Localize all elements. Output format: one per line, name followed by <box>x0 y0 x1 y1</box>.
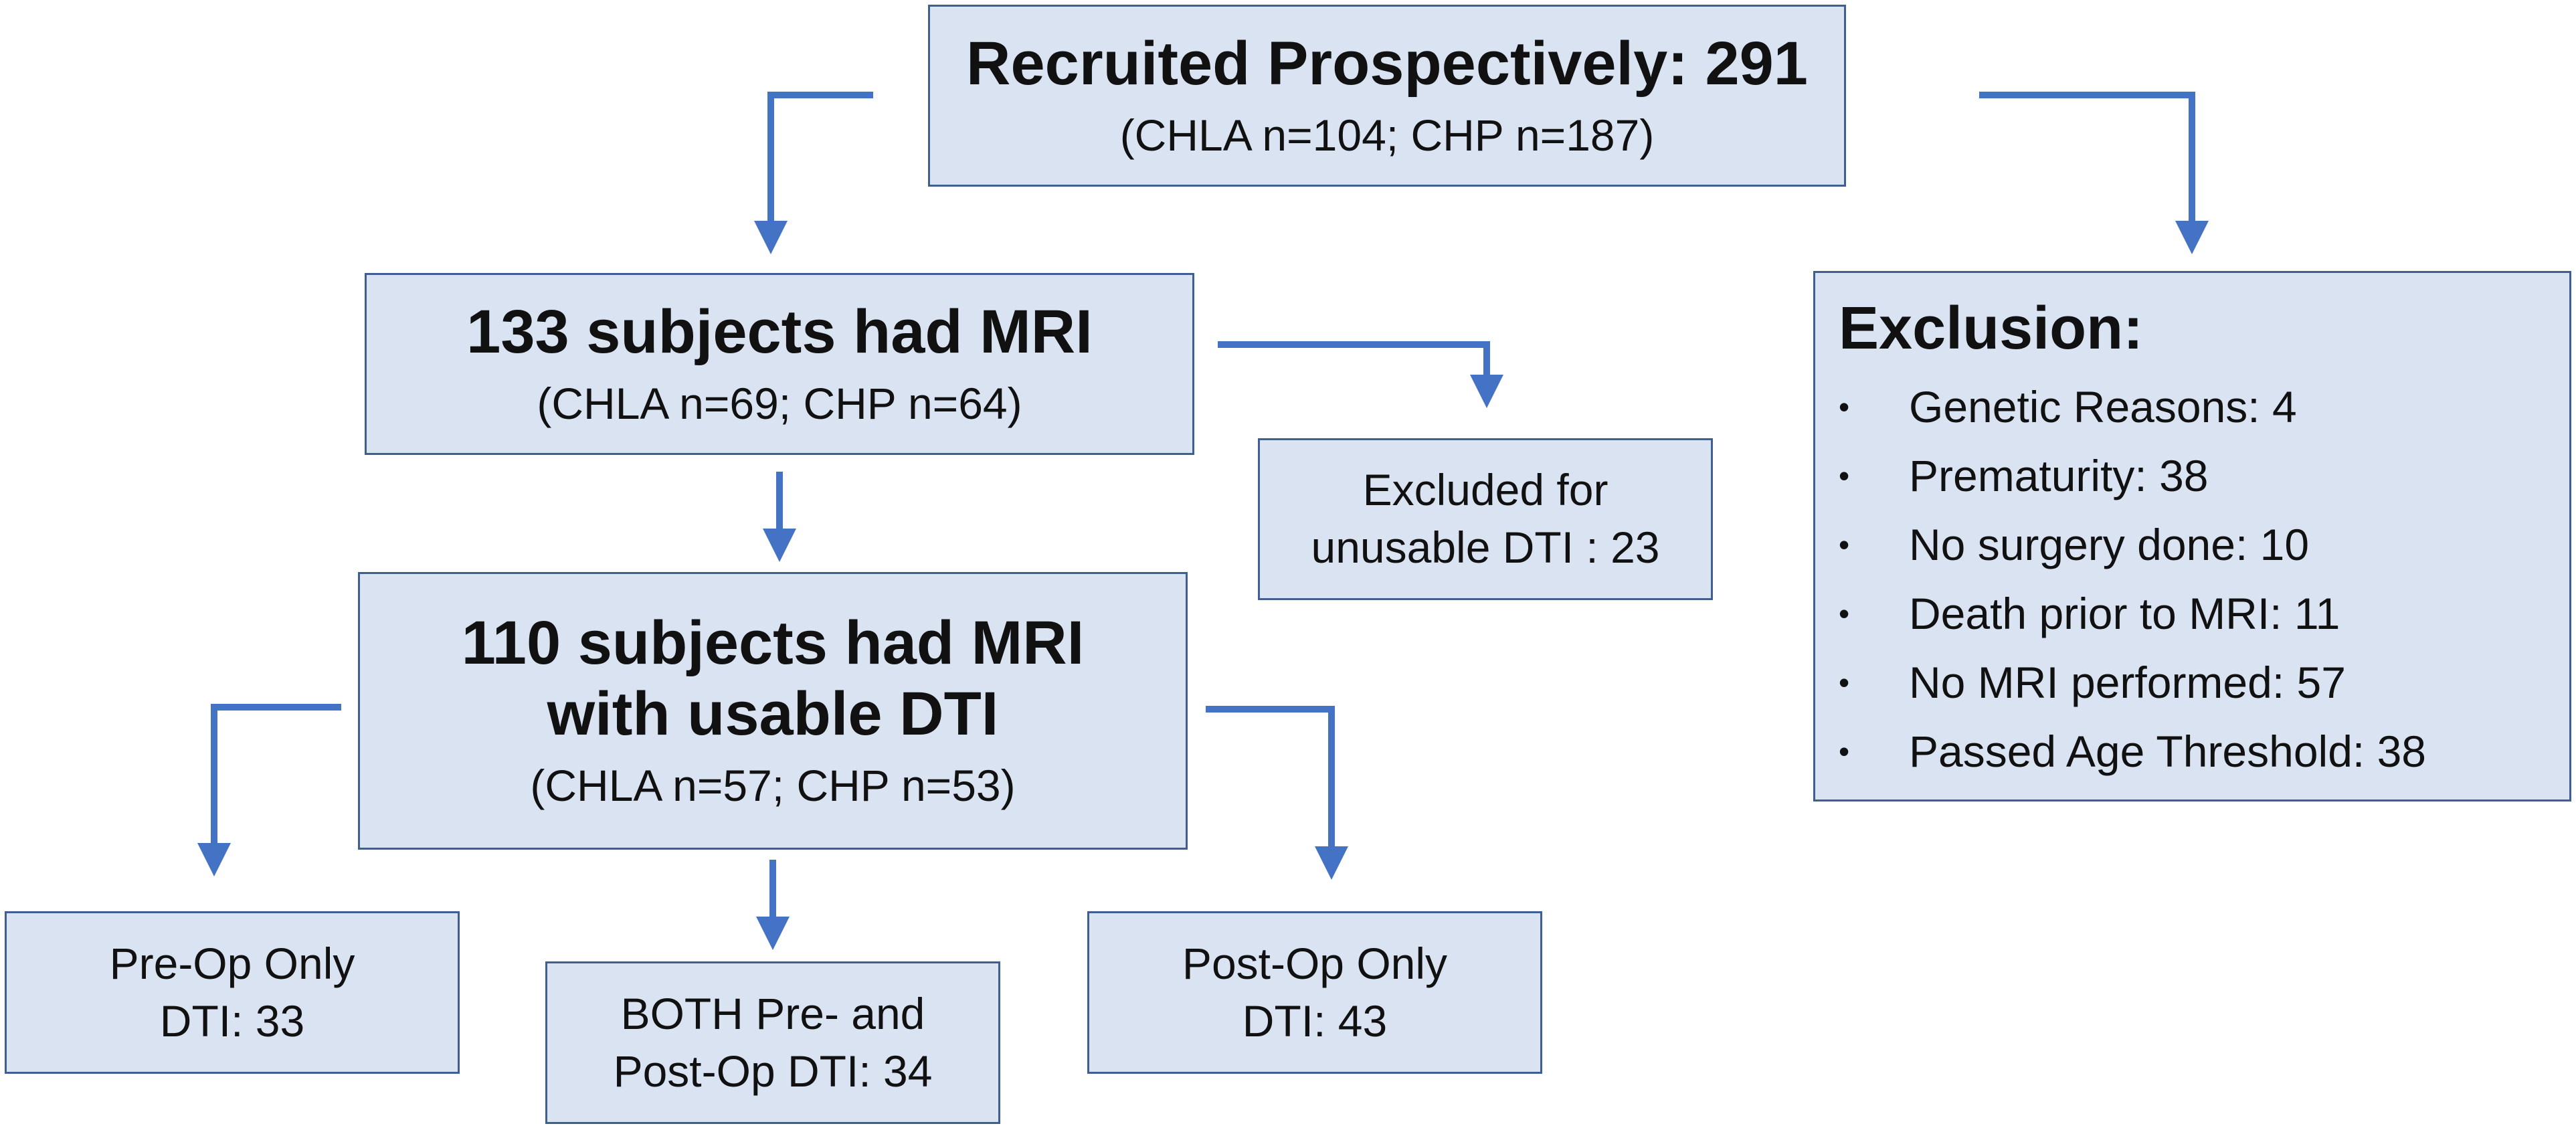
exclusion-item-label: Prematurity: 38 <box>1909 451 2209 500</box>
arrow-recruited-to-exclusion <box>1979 92 2209 254</box>
both-line2: Post-Op DTI: 34 <box>613 1046 933 1096</box>
usable-dti-counts: (CHLA n=57; CHP n=53) <box>530 761 1016 811</box>
excluded-dti-line2: unusable DTI : 23 <box>1311 523 1660 572</box>
bullet-icon: • <box>1839 665 1850 700</box>
exclusion-box: Exclusion: • Genetic Reasons: 4 • Prematur… <box>1813 271 2571 802</box>
exclusion-item-label: No MRI performed: 57 <box>1909 658 2346 707</box>
bullet-icon: • <box>1839 458 1850 493</box>
had-mri-box: 133 subjects had MRI (CHLA n=69; CHP n=6… <box>365 273 1194 455</box>
had-mri-title: 133 subjects had MRI <box>466 297 1093 366</box>
arrow-usable-to-pre-op <box>197 704 341 876</box>
exclusion-item: • Passed Age Threshold: 38 <box>1839 717 2426 786</box>
exclusion-title: Exclusion: <box>1839 295 2144 362</box>
exclusion-item: • No surgery done: 10 <box>1839 510 2426 579</box>
arrow-mri-to-excluded-dti <box>1218 341 1503 408</box>
pre-op-box: Pre-Op Only DTI: 33 <box>5 911 460 1074</box>
both-box: BOTH Pre- and Post-Op DTI: 34 <box>545 961 1000 1124</box>
exclusion-item: • No MRI performed: 57 <box>1839 648 2426 717</box>
usable-dti-box: 110 subjects had MRI with usable DTI (CH… <box>358 572 1188 850</box>
usable-dti-title-line2: with usable DTI <box>547 680 999 749</box>
exclusion-item-label: Passed Age Threshold: 38 <box>1909 727 2426 776</box>
exclusion-item: • Genetic Reasons: 4 <box>1839 373 2426 442</box>
had-mri-counts: (CHLA n=69; CHP n=64) <box>537 378 1022 428</box>
exclusion-item-label: Death prior to MRI: 11 <box>1909 589 2340 638</box>
pre-op-line2: DTI: 33 <box>159 996 305 1046</box>
recruited-counts: (CHLA n=104; CHP n=187) <box>1119 110 1655 160</box>
post-op-line1: Post-Op Only <box>1182 938 1448 988</box>
usable-dti-title-line1: 110 subjects had MRI <box>461 609 1085 678</box>
excluded-dti-box: Excluded for unusable DTI : 23 <box>1258 438 1713 600</box>
recruited-box: Recruited Prospectively: 291 (CHLA n=104… <box>928 5 1846 187</box>
exclusion-item-label: Genetic Reasons: 4 <box>1909 382 2297 432</box>
excluded-dti-line1: Excluded for <box>1362 465 1608 515</box>
bullet-icon: • <box>1839 596 1850 631</box>
bullet-icon: • <box>1839 389 1850 424</box>
post-op-box: Post-Op Only DTI: 43 <box>1087 911 1542 1074</box>
exclusion-item-label: No surgery done: 10 <box>1909 520 2310 569</box>
exclusion-item: • Death prior to MRI: 11 <box>1839 579 2426 648</box>
arrow-recruited-to-mri <box>754 92 873 254</box>
exclusion-list: • Genetic Reasons: 4 • Prematurity: 38 • No… <box>1839 373 2426 786</box>
bullet-icon: • <box>1839 527 1850 562</box>
pre-op-line1: Pre-Op Only <box>109 938 355 988</box>
post-op-line2: DTI: 43 <box>1242 996 1388 1046</box>
recruited-title: Recruited Prospectively: 291 <box>966 29 1808 98</box>
bullet-icon: • <box>1839 734 1850 769</box>
both-line1: BOTH Pre- and <box>620 988 925 1038</box>
arrow-usable-to-post-op <box>1206 706 1348 880</box>
exclusion-item: • Prematurity: 38 <box>1839 442 2426 510</box>
